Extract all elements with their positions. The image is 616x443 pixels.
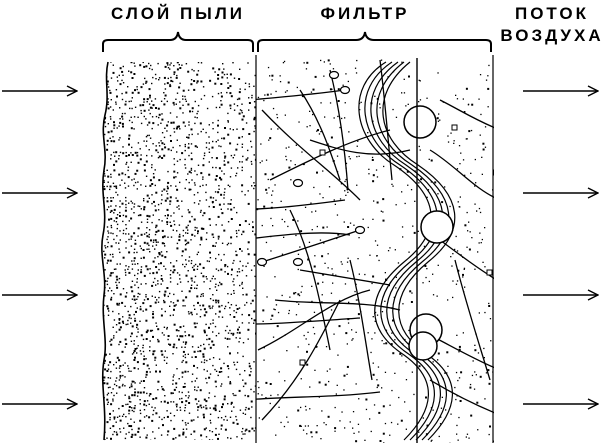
airflow-label: ПОТОК ВОЗДУХА [488, 3, 616, 47]
airflow-label-line2: ВОЗДУХА [500, 26, 604, 45]
filter-media [256, 58, 494, 443]
dust-layer [101, 62, 257, 440]
filter-label: ФИЛЬТР [320, 4, 410, 23]
dust-layer-bracket [102, 31, 254, 52]
fiber-bundle [358, 61, 456, 441]
filter-bracket [257, 31, 492, 52]
filter-fibers [256, 59, 494, 421]
dust-layer-label: СЛОЙ ПЫЛИ [111, 4, 245, 23]
inflow-arrows [2, 91, 77, 404]
dust-layer-edge [101, 61, 109, 441]
outflow-arrows [523, 91, 598, 404]
filter-speckle [256, 59, 494, 443]
airflow-label-line1: ПОТОК [514, 4, 589, 23]
fiber-cross-sections [403, 105, 454, 361]
